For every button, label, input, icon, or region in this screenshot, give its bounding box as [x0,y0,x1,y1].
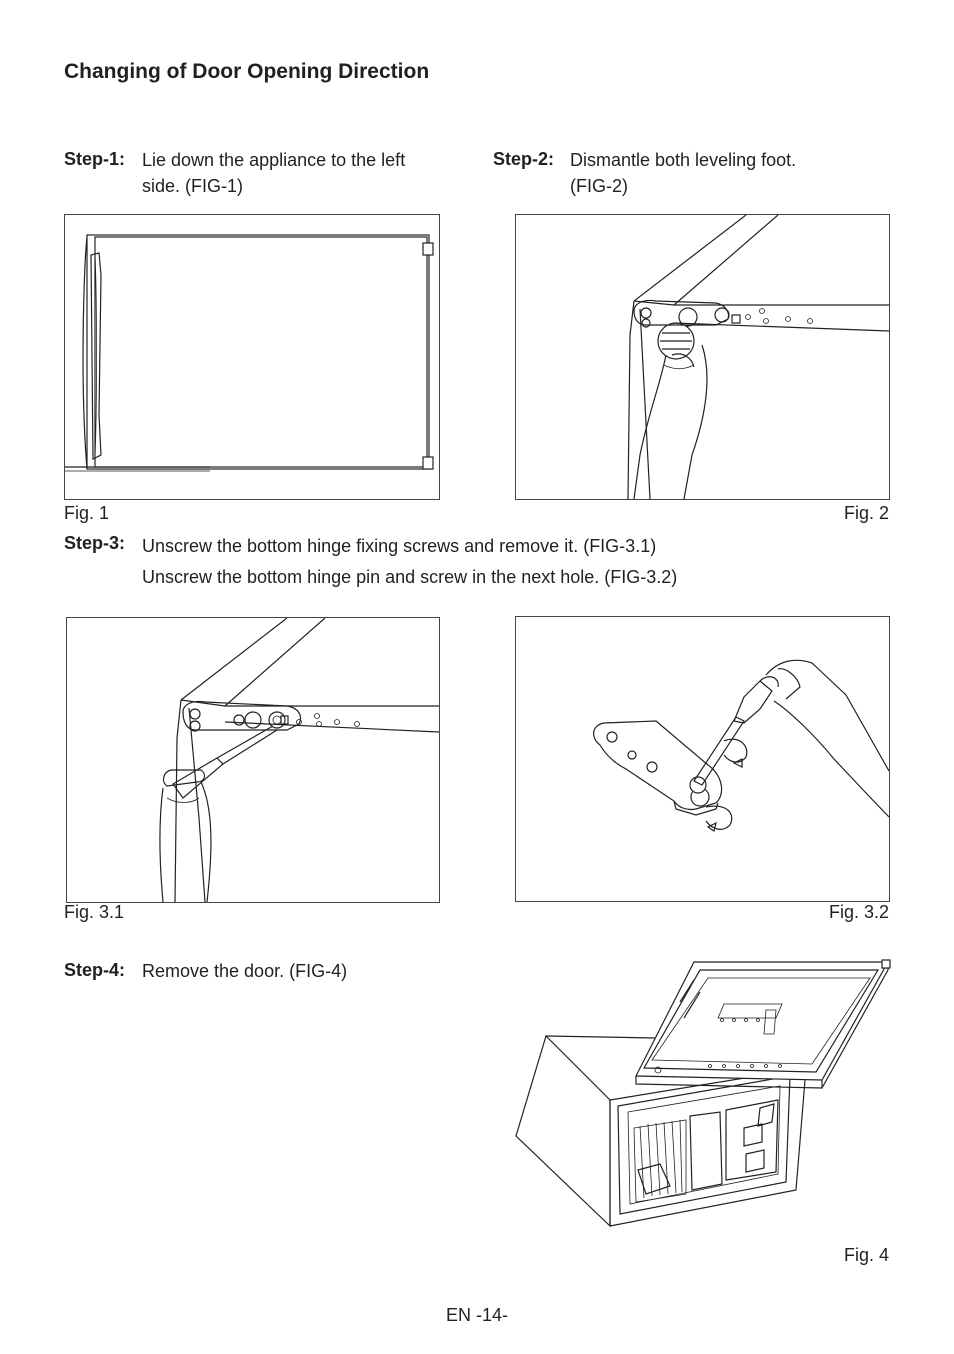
leveling-foot-removal-icon [627,215,889,499]
figure-2-caption: Fig. 2 [843,503,889,523]
step-4-label: Step-4: [64,960,126,980]
step-2-text: Dismantle both leveling foot. (FIG-2) [570,147,890,199]
figure-3-2-caption: Fig. 3.2 [828,902,889,922]
step-4-text: Remove the door. (FIG-4) [142,958,462,984]
step-3-text: Unscrew the bottom hinge fixing screws a… [142,531,902,593]
figure-3-1 [66,617,440,903]
step-1-label: Step-1: [64,149,126,169]
step-1-line-1: Lie down the appliance to the left [142,150,406,170]
step-2-line-2: (FIG-2) [570,176,628,196]
step-3-line-1: Unscrew the bottom hinge fixing screws a… [142,536,657,556]
step-2-label: Step-2: [493,149,555,169]
page-number: EN -14- [445,1305,508,1325]
step-3-label: Step-3: [64,533,126,553]
figure-3-1-caption: Fig. 3.1 [64,902,125,922]
door-removal-icon [515,959,891,1228]
step-4-line-1: Remove the door. (FIG-4) [142,961,348,981]
figure-2 [515,214,890,500]
step-2-line-1: Dismantle both leveling foot. [570,150,797,170]
hinge-screw-removal-icon [159,618,439,902]
page-title: Changing of Door Opening Direction [64,60,430,83]
step-1-text: Lie down the appliance to the left side.… [142,147,462,199]
appliance-lying-icon [65,234,434,472]
figure-3-2 [515,616,890,902]
hinge-pin-screw-icon [593,659,889,832]
step-3-line-2: Unscrew the bottom hinge pin and screw i… [142,567,678,587]
figure-1 [64,214,440,500]
step-1-line-2: side. (FIG-1) [142,176,244,196]
figure-1-caption: Fig. 1 [64,503,110,523]
figure-4 [510,958,894,1230]
figure-4-caption: Fig. 4 [843,1245,889,1265]
